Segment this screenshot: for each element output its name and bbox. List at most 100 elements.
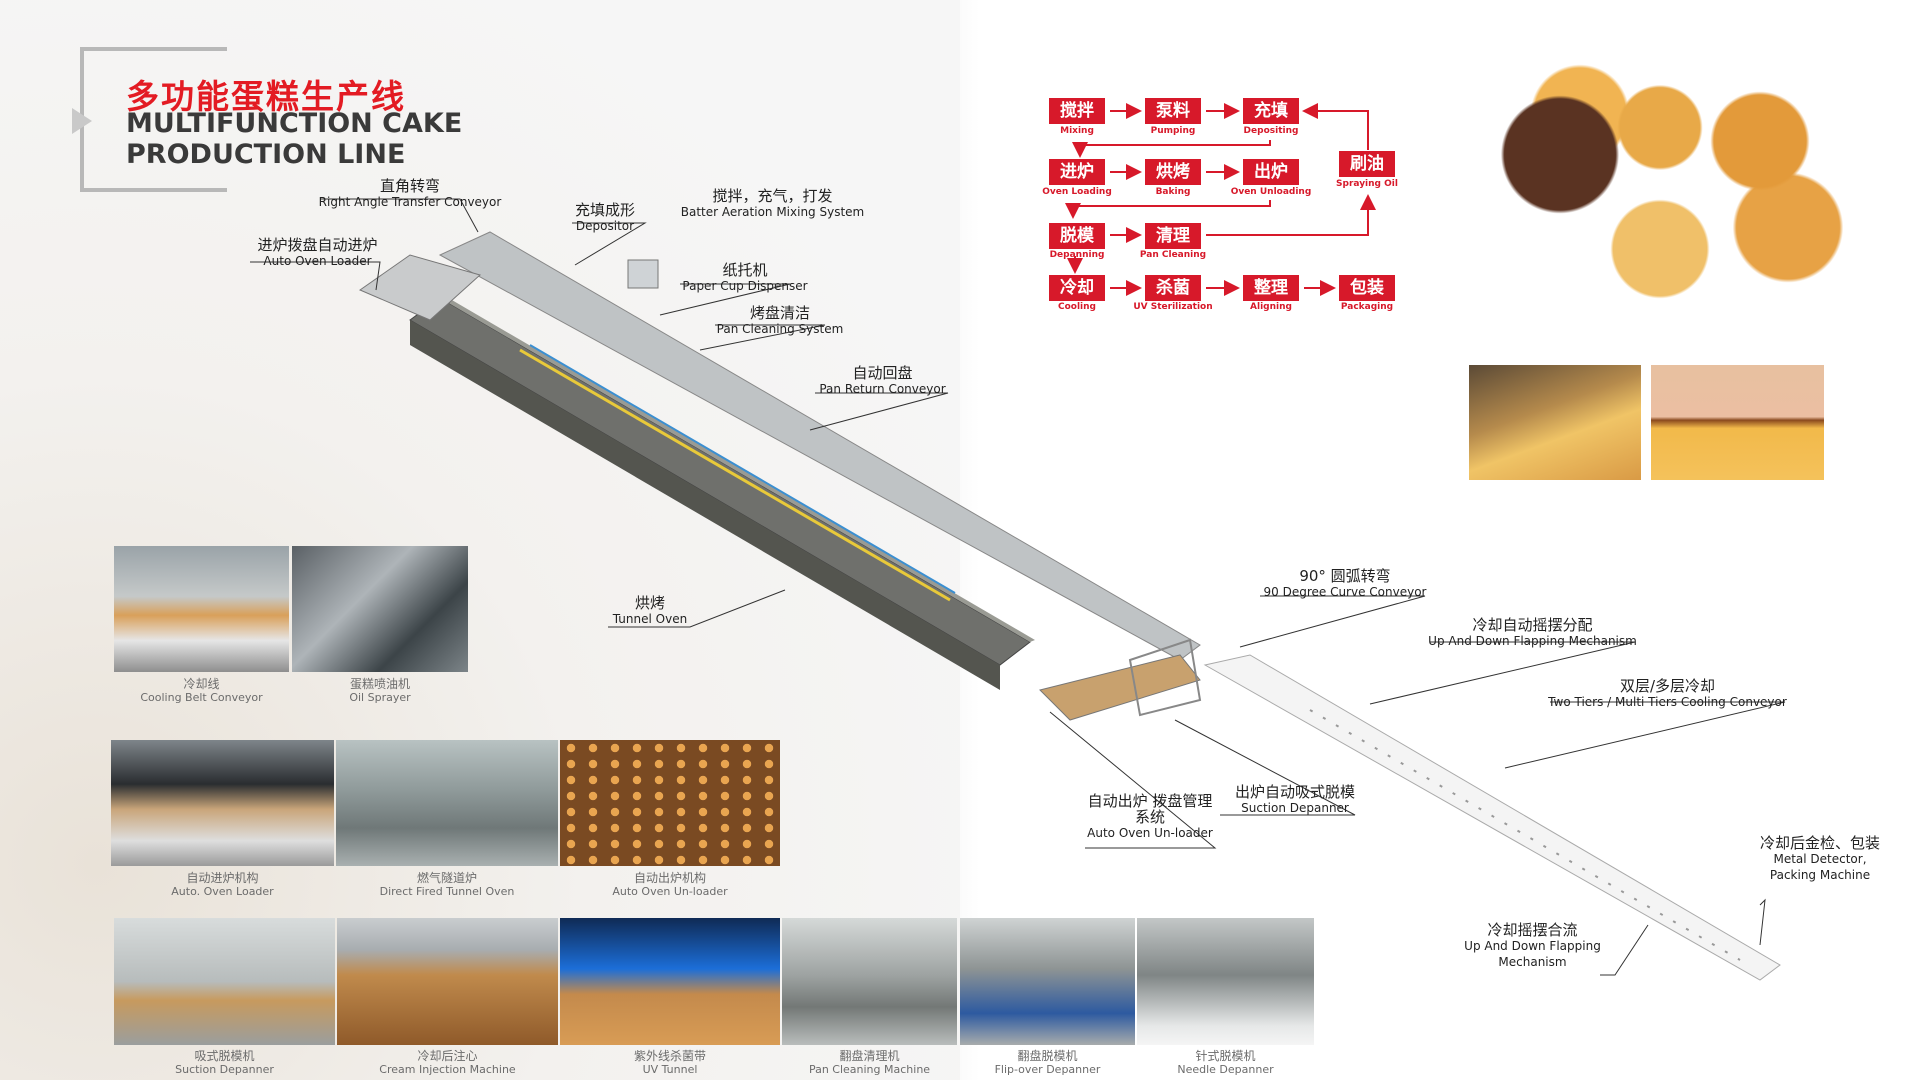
flow-label: Depanning <box>1049 250 1105 260</box>
label-text: Flip-over Depanner <box>994 1063 1101 1076</box>
flow-step-uv: 杀菌 <box>1145 275 1201 301</box>
flow-step-baking: 烘烤 <box>1145 159 1201 185</box>
flow-step-packaging: 包装 <box>1339 275 1395 301</box>
label-text: 翻盘清理机 <box>839 1049 900 1063</box>
flow-step-spraying-oil: 刷油 <box>1339 151 1395 177</box>
label-text: 自动出炉 拨盘管理系统 <box>1087 792 1213 826</box>
label-text: 双层/多层冷却 <box>1619 677 1716 695</box>
label-text: Oil Sprayer <box>349 691 411 704</box>
flow-label: Pan Cleaning <box>1139 250 1207 260</box>
flow-label: Spraying Oil <box>1336 179 1398 189</box>
label-text: Two Tiers / Multi Tiers Cooling Conveyor <box>1548 695 1787 709</box>
label-text: 烘烤 <box>634 594 665 612</box>
flow-step-oven-unloading: 出炉 <box>1243 159 1299 185</box>
photo-oven-loader <box>111 740 334 866</box>
label-text: 充填成形 <box>574 201 635 219</box>
play-triangle-icon <box>72 108 92 134</box>
label-text: 搅拌，充气，打发 <box>712 187 833 205</box>
label-text: 进炉拨盘自动进炉 <box>257 236 378 254</box>
label-text: Cream Injection Machine <box>379 1063 516 1076</box>
photo-cooling-belt <box>114 546 289 672</box>
flow-label: Pumping <box>1150 126 1196 136</box>
label-text: Auto. Oven Loader <box>171 885 274 898</box>
label-text: Auto Oven Un-loader <box>1087 826 1213 840</box>
flow-label: Depositing <box>1243 126 1299 136</box>
label-text: Auto Oven Un-loader <box>612 885 728 898</box>
label-text: Cooling Belt Conveyor <box>140 691 263 704</box>
label-text: Depositor <box>575 219 635 233</box>
label-text: Pan Cleaning Machine <box>808 1063 931 1076</box>
label-text: 冷却自动摇摆分配 <box>1472 616 1593 634</box>
pound-cake-image <box>1469 365 1641 480</box>
label-text: Right Angle Transfer Conveyor <box>318 195 502 209</box>
label-text: 翻盘脱模机 <box>1017 1049 1078 1063</box>
label-text: Pan Return Conveyor <box>819 382 946 396</box>
label-text: 冷却摇摆合流 <box>1487 921 1578 939</box>
label-text: 冷却后金检、包装 <box>1760 834 1881 852</box>
flow-step-pumping: 泵料 <box>1145 98 1201 124</box>
photo-pan-cleaning-machine <box>782 918 957 1045</box>
label-text: 冷却线 <box>183 677 220 691</box>
label-text: UV Tunnel <box>642 1063 698 1076</box>
label-text: Needle Depanner <box>1177 1063 1274 1076</box>
label-text: 冷却后注心 <box>417 1049 478 1063</box>
label-text: Pan Cleaning System <box>716 322 844 336</box>
label-text: 90 Degree Curve Conveyor <box>1263 585 1427 599</box>
label-text: Metal Detector, Packing Machine <box>1769 852 1871 882</box>
flow-label: Oven Loading <box>1042 187 1112 197</box>
flow-label: Baking <box>1155 187 1191 197</box>
label-text: Suction Depanner <box>175 1063 274 1076</box>
photo-oil-sprayer <box>292 546 468 672</box>
label-text: 吸式脱模机 <box>194 1049 255 1063</box>
photo-cream-injection <box>337 918 558 1045</box>
label-text: 针式脱模机 <box>1195 1049 1256 1063</box>
photo-uv-tunnel <box>560 918 780 1045</box>
flow-label: Mixing <box>1060 126 1094 136</box>
title-en-line2: PRODUCTION LINE <box>126 139 406 170</box>
title-chinese: 多功能蛋糕生产线 <box>126 77 406 116</box>
title-en-line1: MULTIFUNCTION CAKE <box>126 108 463 139</box>
label-text: 自动出炉机构 <box>633 871 706 885</box>
cupcakes-image <box>1460 60 1860 330</box>
label-text: 蛋糕喷油机 <box>349 677 410 691</box>
photo-oven-unloader <box>560 740 780 866</box>
flow-label: UV Sterilization <box>1133 302 1213 312</box>
label-text: 90° 圆弧转弯 <box>1299 567 1391 585</box>
flow-step-aligning: 整理 <box>1243 275 1299 301</box>
label-text: 自动进炉机构 <box>186 871 259 885</box>
label-text: 出炉自动吸式脱模 <box>1234 783 1355 801</box>
flow-step-mixing: 搅拌 <box>1049 98 1105 124</box>
flow-step-pan-cleaning: 清理 <box>1145 223 1201 249</box>
label-text: Auto Oven Loader <box>263 254 372 268</box>
label-text: Tunnel Oven <box>612 612 688 626</box>
flow-label: Oven Unloading <box>1230 187 1312 197</box>
flow-step-depanning: 脱模 <box>1049 223 1105 249</box>
photo-flip-over-depanner <box>960 918 1135 1045</box>
flow-label: Cooling <box>1058 302 1096 312</box>
flow-step-oven-loading: 进炉 <box>1049 159 1105 185</box>
castella-image <box>1651 365 1824 480</box>
